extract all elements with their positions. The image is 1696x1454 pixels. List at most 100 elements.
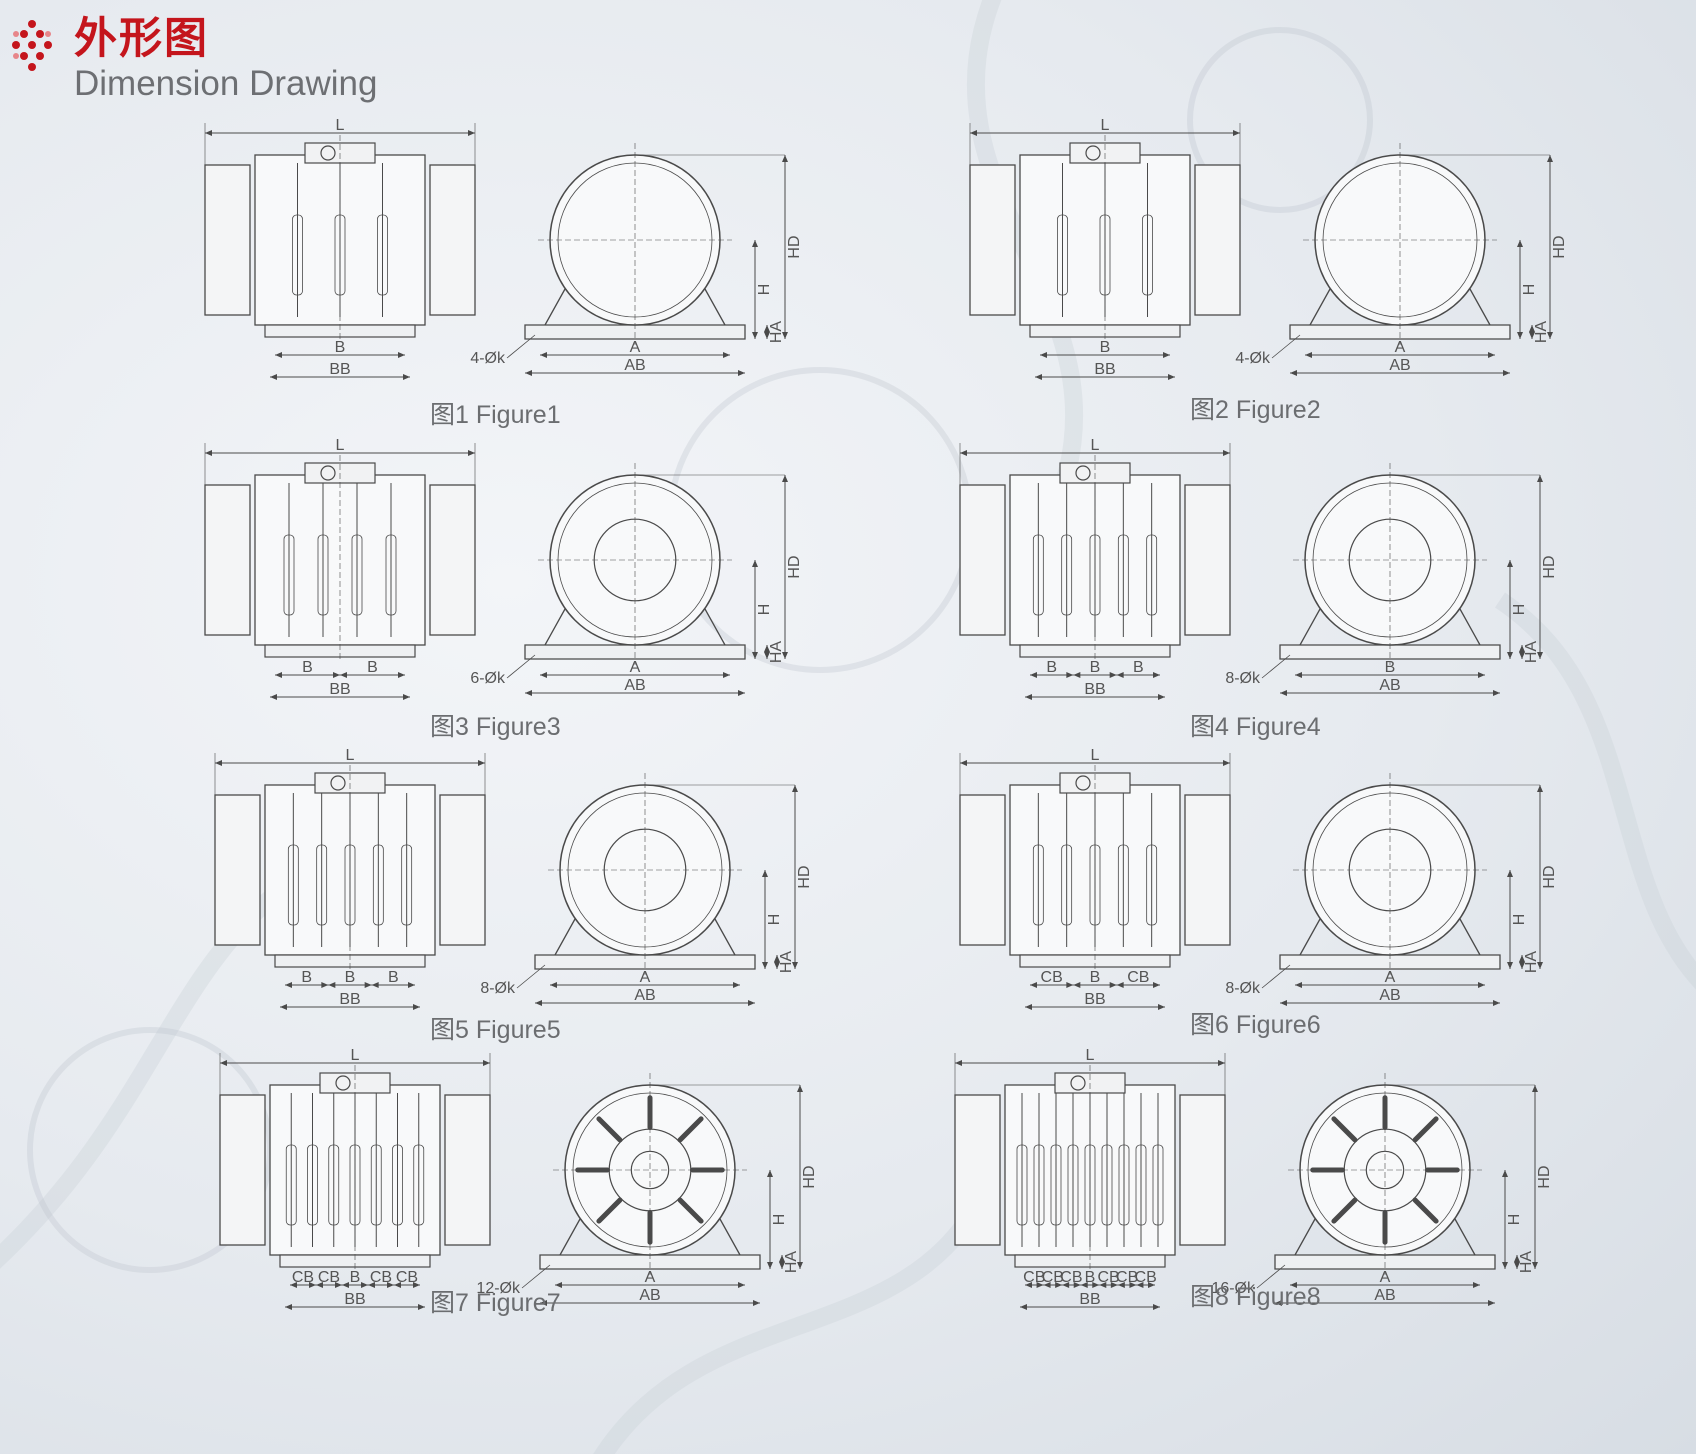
dim-HD-label: HD — [1541, 865, 1558, 888]
dim-H-label: H — [1511, 914, 1528, 926]
dim-L-label: L — [346, 747, 355, 764]
dim-B-label: CB — [396, 1269, 418, 1286]
dim-B-label: B — [350, 1269, 361, 1286]
dim-B-label: B — [301, 969, 312, 986]
terminal-box-icon — [1085, 145, 1101, 161]
dim-B-label: CB — [1097, 1269, 1119, 1286]
dim-hole-label: 8-Øk — [1225, 980, 1261, 997]
dim-B-label: B — [1085, 1269, 1096, 1286]
dim-HA-label: HA — [768, 641, 785, 664]
red-dot-cluster-icon — [12, 20, 52, 71]
dim-HA-label: HA — [1533, 321, 1550, 344]
dim-HD-label: HD — [1551, 235, 1568, 258]
figure-caption: 图8 Figure8 — [1190, 1283, 1321, 1311]
front-view — [1279, 463, 1501, 665]
dim-AB-label: AB — [1379, 677, 1400, 694]
front-view — [1289, 143, 1511, 345]
dim-hole-label: 8-Øk — [1225, 670, 1261, 687]
terminal-box-icon — [335, 1075, 351, 1091]
figure-caption: 图5 Figure5 — [430, 1016, 561, 1044]
dim-BB-label: BB — [339, 991, 360, 1008]
dim-B-label: B — [388, 969, 399, 986]
dim-HA-label: HA — [1523, 951, 1540, 974]
side-view — [204, 135, 476, 341]
dim-B-label: B — [345, 969, 356, 986]
dim-AB-label: AB — [639, 1287, 660, 1304]
dim-HD-label: HD — [786, 555, 803, 578]
dim-hole-label: 8-Øk — [480, 980, 516, 997]
dim-L-label: L — [1101, 117, 1110, 134]
terminal-box-icon — [330, 775, 346, 791]
figure-caption: 图2 Figure2 — [1190, 396, 1321, 424]
dim-A-label: A — [1380, 1269, 1391, 1286]
dim-HA-label: HA — [768, 321, 785, 344]
dim-H-label: H — [1521, 284, 1538, 296]
terminal-box-icon — [320, 145, 336, 161]
dim-A-label: B — [1385, 659, 1396, 676]
front-view — [534, 773, 756, 975]
figure-caption: 图3 Figure3 — [430, 713, 561, 741]
dim-HA-label: HA — [1518, 1251, 1535, 1274]
dim-HA-label: HA — [778, 951, 795, 974]
dim-B-label: B — [1090, 659, 1101, 676]
dim-HA-label: HA — [783, 1251, 800, 1274]
dim-AB-label: AB — [1379, 987, 1400, 1004]
dim-B-label: CB — [1042, 1269, 1064, 1286]
dim-BB-label: BB — [329, 361, 350, 378]
front-view — [524, 143, 746, 345]
figure-caption: 图7 Figure7 — [430, 1289, 561, 1317]
dim-B-label: CB — [1023, 1269, 1045, 1286]
dim-hole-label: 4-Øk — [1235, 350, 1271, 367]
side-view — [204, 455, 476, 661]
dim-H-label: H — [1511, 604, 1528, 616]
front-view — [1274, 1073, 1496, 1275]
side-view — [954, 1065, 1226, 1271]
dim-HD-label: HD — [1536, 1165, 1553, 1188]
dim-B-label: CB — [1060, 1269, 1082, 1286]
front-view — [1279, 773, 1501, 975]
dim-B-label: B — [1100, 339, 1111, 356]
dim-L-label: L — [336, 437, 345, 454]
dim-AB-label: AB — [1389, 357, 1410, 374]
dim-BB-label: BB — [329, 681, 350, 698]
dim-A-label: A — [645, 1269, 656, 1286]
dim-BB-label: BB — [1084, 681, 1105, 698]
dim-H-label: H — [756, 604, 773, 616]
dim-BB-label: BB — [1094, 361, 1115, 378]
dim-HA-label: HA — [1523, 641, 1540, 664]
dim-B-label: CB — [370, 1269, 392, 1286]
dim-H-label: H — [766, 914, 783, 926]
front-view — [539, 1073, 761, 1275]
dim-A-label: A — [630, 659, 641, 676]
figure-caption: 图4 Figure4 — [1190, 713, 1321, 741]
dim-L-label: L — [1086, 1047, 1095, 1064]
dim-L-label: L — [336, 117, 345, 134]
dim-B-label: CB — [1041, 969, 1063, 986]
figure-caption: 图1 Figure1 — [430, 401, 561, 429]
dim-H-label: H — [756, 284, 773, 296]
dim-B-label: B — [335, 339, 346, 356]
side-view — [959, 765, 1231, 971]
page-title-cn: 外形图 — [74, 14, 209, 64]
dim-B-label: B — [1133, 659, 1144, 676]
dim-hole-label: 12-Øk — [476, 1280, 521, 1297]
dim-AB-label: AB — [624, 677, 645, 694]
side-view — [959, 455, 1231, 661]
side-view — [969, 135, 1241, 341]
dim-A-label: A — [1385, 969, 1396, 986]
dim-B-label: B — [1090, 969, 1101, 986]
dim-A-label: A — [630, 339, 641, 356]
dim-B-label: B — [367, 659, 378, 676]
dim-BB-label: BB — [344, 1291, 365, 1308]
terminal-box-icon — [1075, 465, 1091, 481]
terminal-box-icon — [320, 465, 336, 481]
